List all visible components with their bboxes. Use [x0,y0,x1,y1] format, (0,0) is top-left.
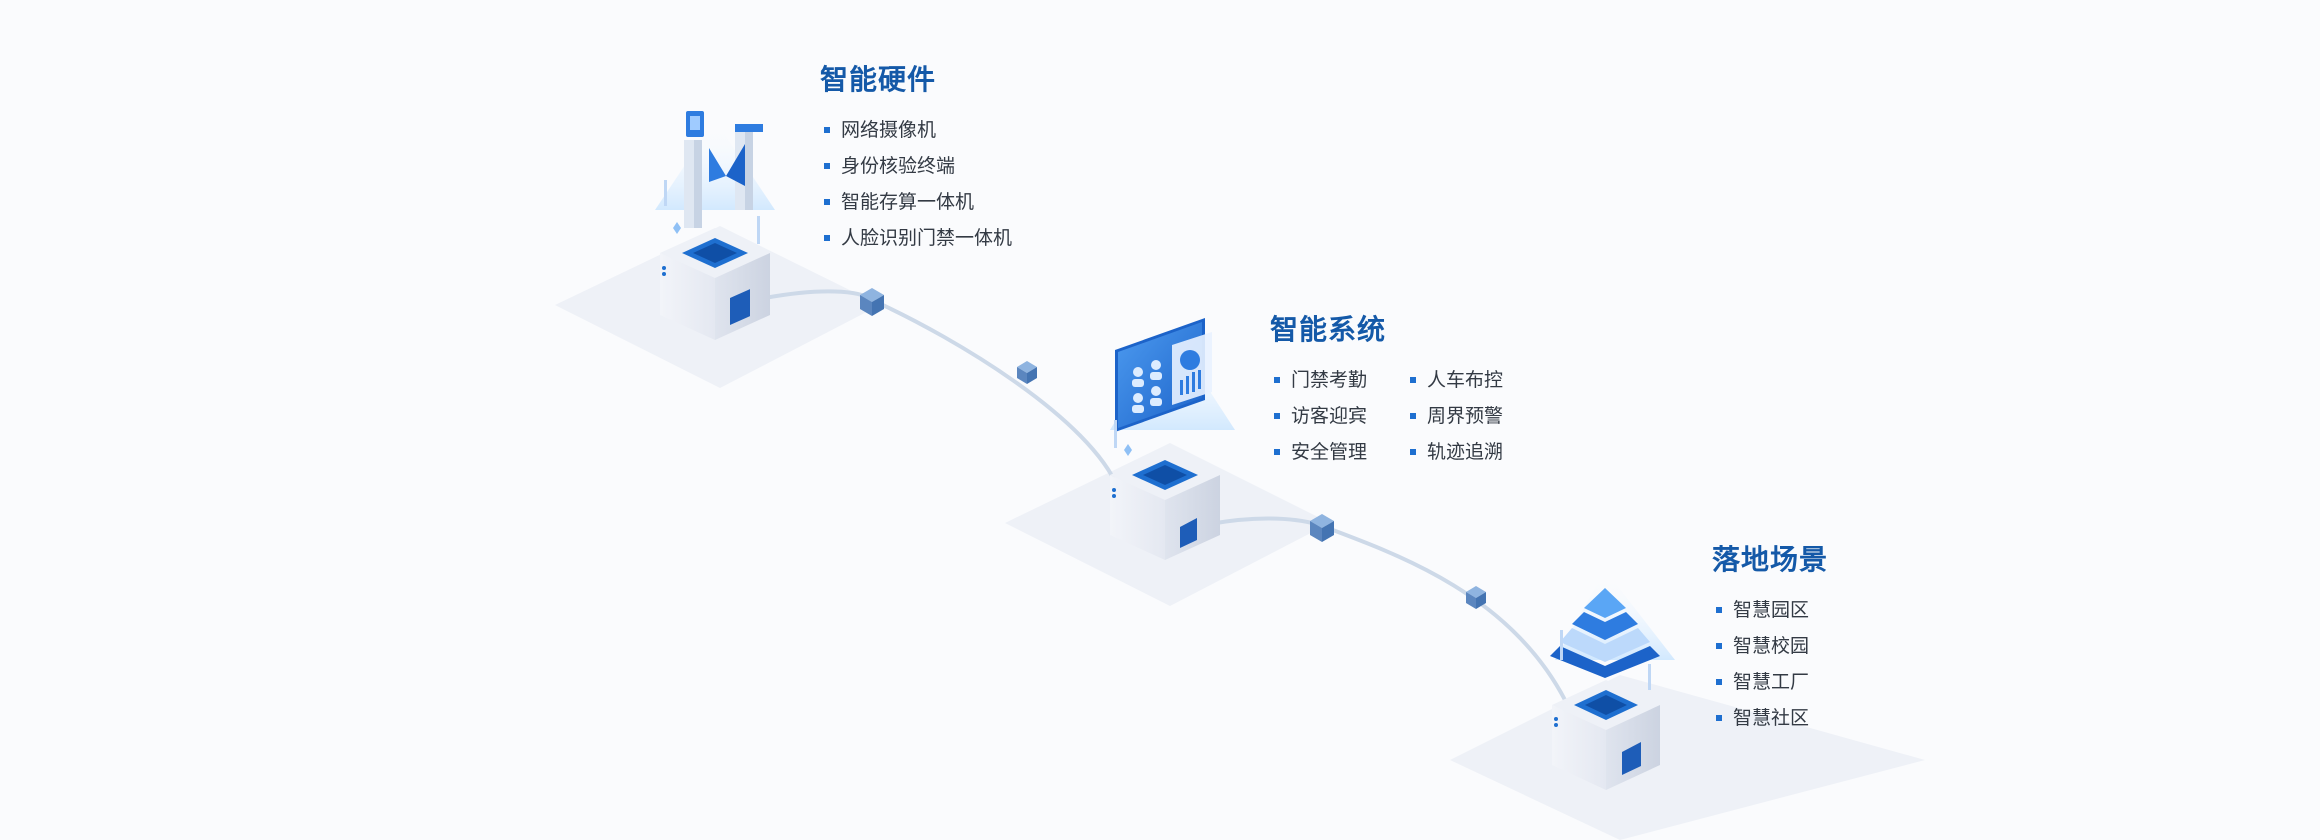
bullet-icon [1274,377,1280,383]
list-item: 智慧园区 [1712,592,1828,628]
cube-node-icon [1310,514,1334,542]
list-item: 智能存算一体机 [820,184,1012,220]
stage-system: 智能系统 门禁考勤 访客迎宾 安全管理 人车布控 周界预警 轨迹追溯 [1270,308,1546,470]
list-item: 网络摄像机 [820,112,1012,148]
bullet-icon [824,199,830,205]
list-item: 身份核验终端 [820,148,1012,184]
list-item: 人车布控 [1406,362,1546,398]
bullet-icon [1274,413,1280,419]
stage-item-column: 人车布控 周界预警 轨迹追溯 [1406,362,1546,470]
list-item: 智慧社区 [1712,700,1828,736]
bullet-icon [1716,607,1722,613]
bullet-icon [1274,449,1280,455]
bullet-icon [824,127,830,133]
cube-node-icon [1017,361,1037,384]
bullet-icon [1410,449,1416,455]
bullet-icon [1716,679,1722,685]
stage-item-list: 网络摄像机 身份核验终端 智能存算一体机 人脸识别门禁一体机 [820,112,1012,256]
system-dashboard-icon [1110,318,1235,560]
stage-scenes: 落地场景 智慧园区 智慧校园 智慧工厂 智慧社区 [1712,538,1828,736]
floor-shadow-3 [1450,675,1925,840]
scene-pyramid-icon [1550,570,1675,790]
list-item: 周界预警 [1406,398,1546,434]
flow-path [763,289,1567,702]
cube-node-icon [1466,586,1486,609]
stage-title: 智能系统 [1270,313,1387,346]
stage-item-grid: 门禁考勤 访客迎宾 安全管理 人车布控 周界预警 轨迹追溯 [1270,362,1546,470]
bullet-icon [1410,377,1416,383]
list-item: 安全管理 [1270,434,1406,470]
list-item: 门禁考勤 [1270,362,1406,398]
bullet-icon [824,163,830,169]
bullet-icon [1716,643,1722,649]
bullet-icon [1410,413,1416,419]
list-item: 轨迹追溯 [1406,434,1546,470]
stage-title: 落地场景 [1712,543,1829,576]
list-item: 人脸识别门禁一体机 [820,220,1012,256]
cube-node-icon [860,288,884,316]
hardware-devices-icon [655,111,775,340]
bullet-icon [824,235,830,241]
stage-title: 智能硬件 [820,63,937,96]
stage-item-list: 智慧园区 智慧校园 智慧工厂 智慧社区 [1712,592,1828,736]
bullet-icon [1716,715,1722,721]
stage-item-column: 门禁考勤 访客迎宾 安全管理 [1270,362,1406,470]
list-item: 智慧工厂 [1712,664,1828,700]
list-item: 访客迎宾 [1270,398,1406,434]
stage-hardware: 智能硬件 网络摄像机 身份核验终端 智能存算一体机 人脸识别门禁一体机 [820,58,1012,256]
list-item: 智慧校园 [1712,628,1828,664]
